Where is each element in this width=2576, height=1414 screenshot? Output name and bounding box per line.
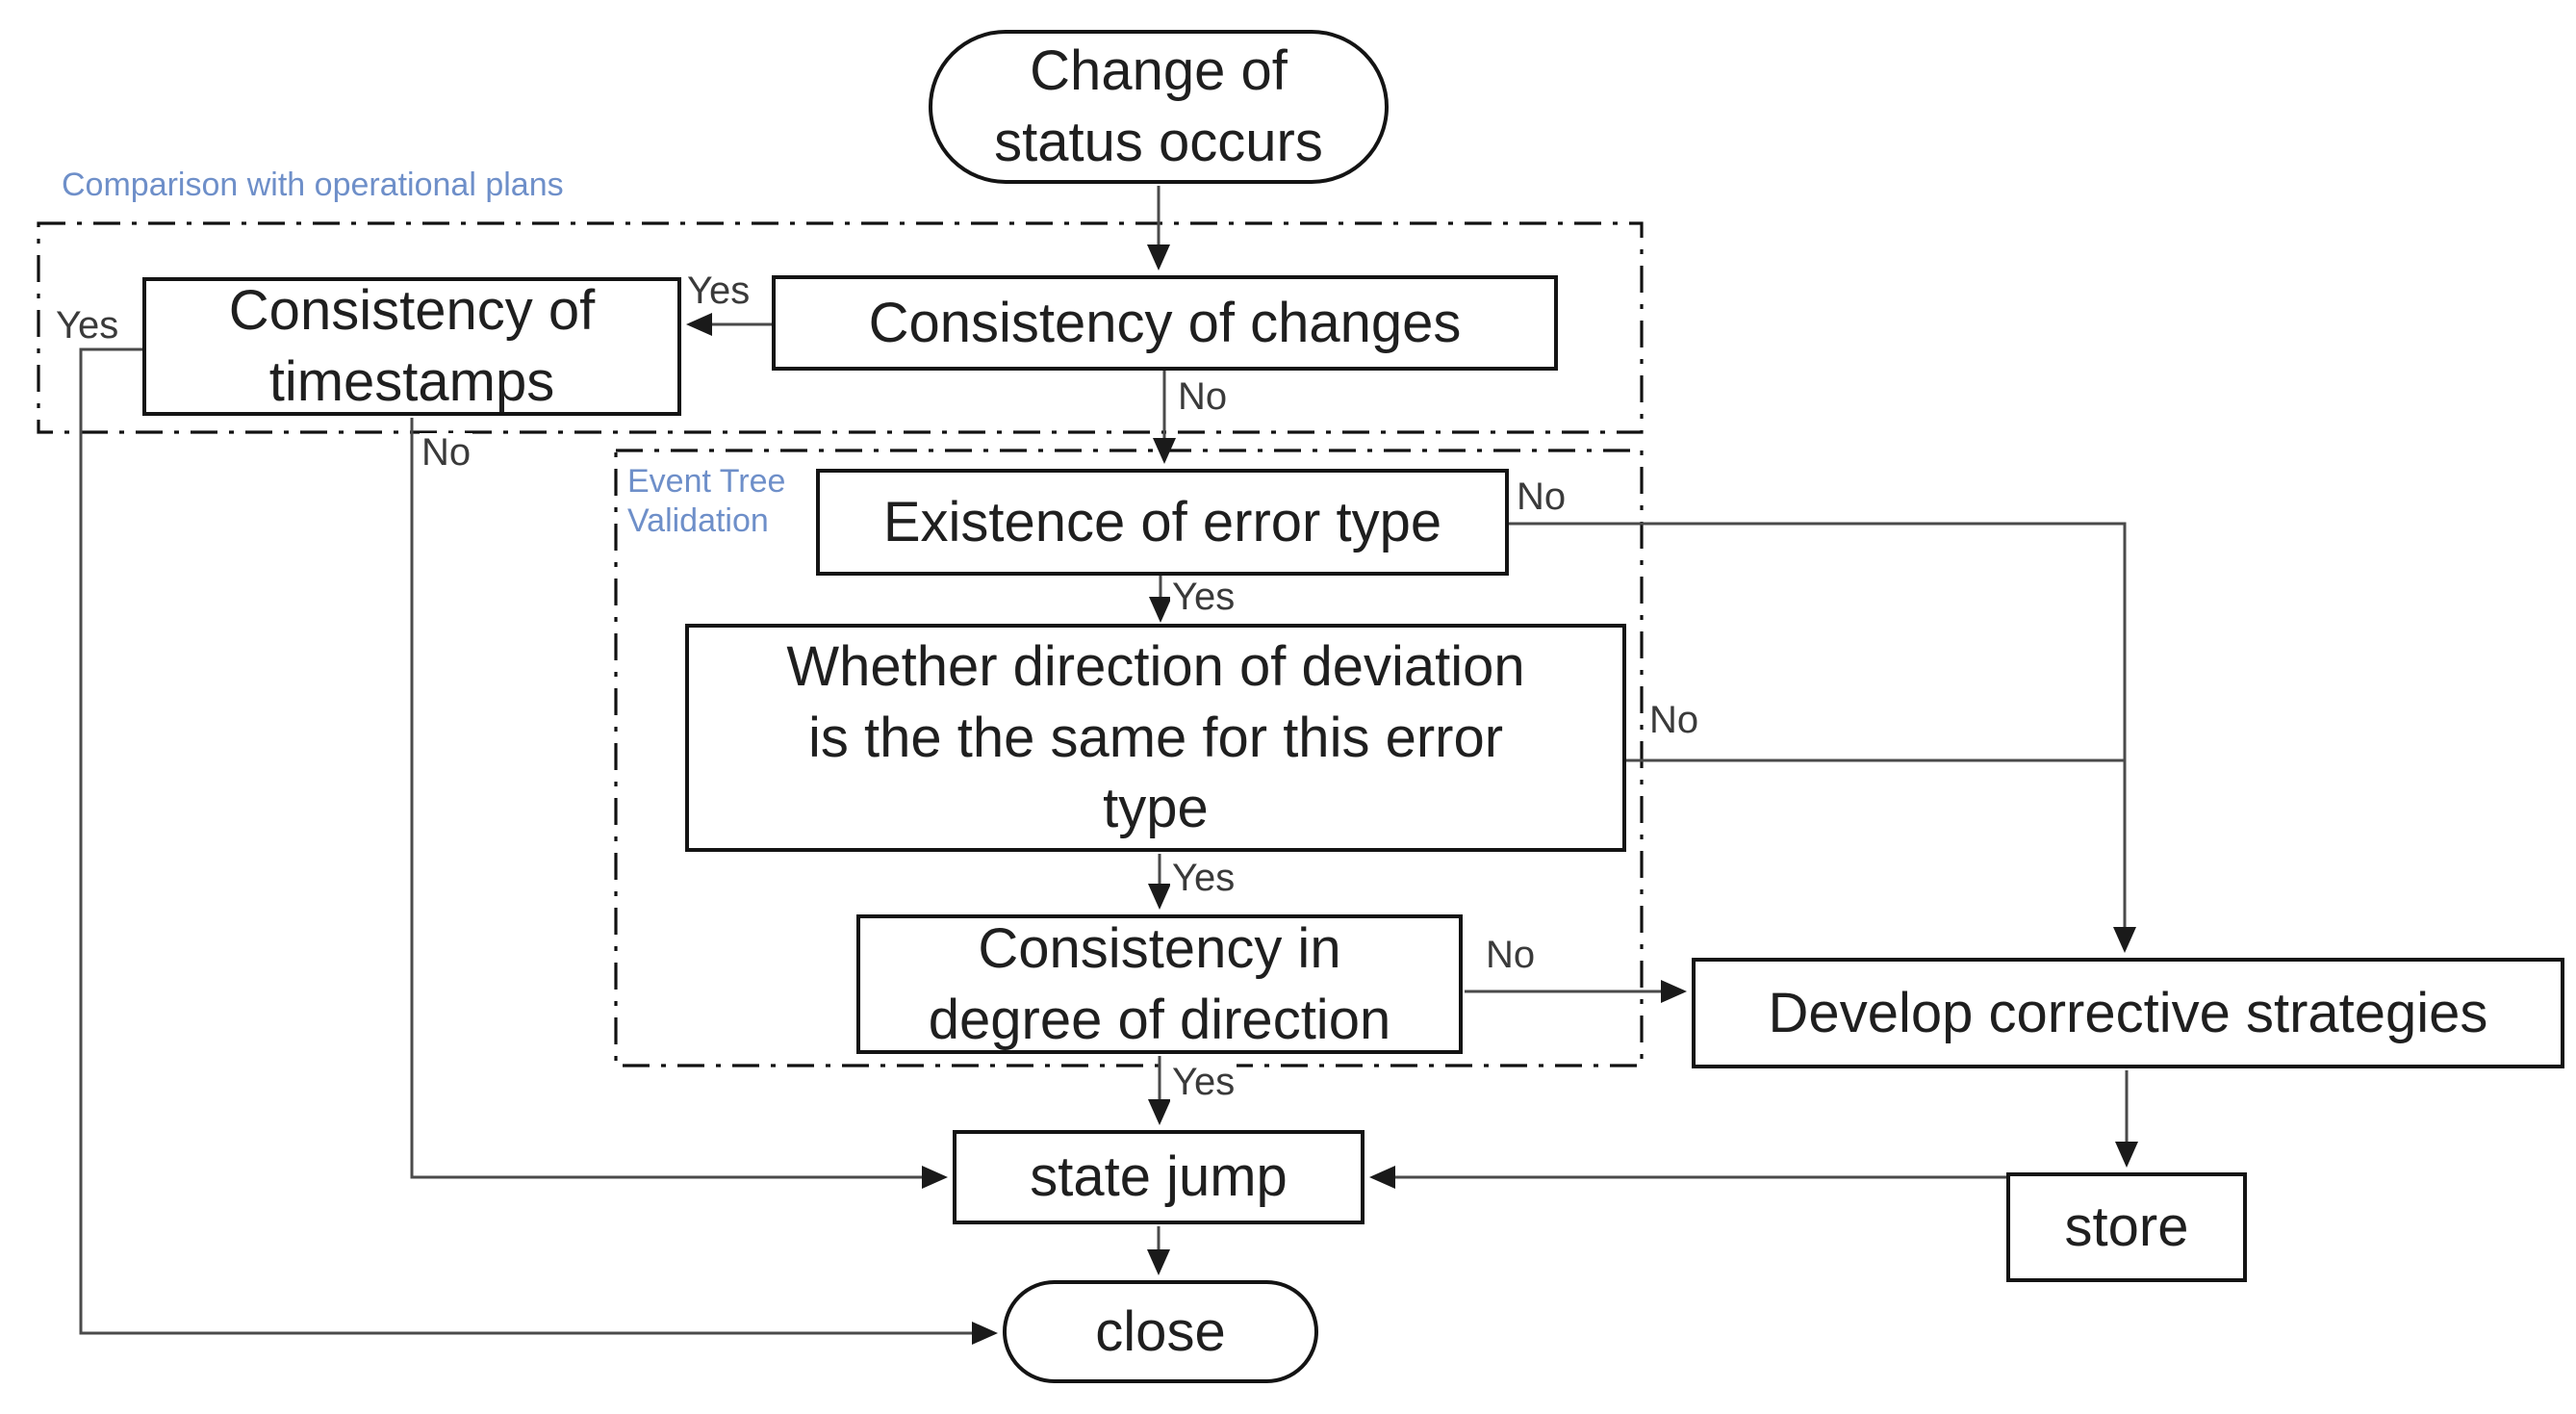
- node-store: store: [2006, 1172, 2247, 1282]
- node-consistency-in-degree: Consistency in degree of direction: [856, 914, 1463, 1054]
- event-tree-region-label: Event Tree Validation: [627, 463, 786, 539]
- node-whether-direction-of-deviation: Whether direction of deviation is the th…: [685, 624, 1626, 852]
- node-state-jump-label: state jump: [1030, 1145, 1288, 1209]
- node-consistency-in-degree-label: Consistency in degree of direction: [928, 916, 1391, 1051]
- node-existence-of-error-type-label: Existence of error type: [882, 490, 1442, 553]
- node-store-label: store: [2064, 1195, 2189, 1259]
- node-consistency-of-changes: Consistency of changes: [772, 275, 1558, 371]
- node-develop-corrective-strategies: Develop corrective strategies: [1692, 958, 2564, 1068]
- edge-label-yes-whether-to-degree: Yes: [1170, 857, 1237, 899]
- node-whether-direction-of-deviation-label: Whether direction of deviation is the th…: [786, 635, 1525, 840]
- node-consistency-of-timestamps: Consistency of timestamps: [142, 277, 681, 416]
- node-close-label: close: [1095, 1299, 1226, 1363]
- edge-label-yes-timestamps-to-close: Yes: [54, 304, 121, 347]
- edge-label-no-changes-to-existence: No: [1176, 375, 1230, 418]
- edge-label-yes-degree-to-state-jump: Yes: [1170, 1061, 1237, 1103]
- node-consistency-of-timestamps-label: Consistency of timestamps: [228, 279, 596, 413]
- node-change-of-status: Change of status occurs: [929, 30, 1389, 184]
- edge-existence-no-to-develop: [1509, 522, 2136, 953]
- node-state-jump: state jump: [953, 1130, 1365, 1224]
- edge-label-no-timestamps-to-state-jump: No: [420, 431, 473, 474]
- node-change-of-status-label: Change of status occurs: [994, 39, 1323, 173]
- edge-label-no-whether-to-develop: No: [1647, 699, 1701, 741]
- edge-timestamps-no-to-state-jump: [410, 418, 948, 1189]
- edge-label-no-existence-to-develop: No: [1515, 476, 1569, 518]
- node-existence-of-error-type: Existence of error type: [816, 469, 1509, 576]
- node-close: close: [1003, 1280, 1318, 1383]
- comparison-region-label: Comparison with operational plans: [62, 167, 564, 203]
- edge-label-yes-existence-to-whether: Yes: [1170, 576, 1237, 618]
- edge-label-no-degree-to-develop: No: [1484, 934, 1538, 976]
- node-consistency-of-changes-label: Consistency of changes: [868, 291, 1462, 354]
- edge-timestamps-yes-to-close: [79, 347, 998, 1345]
- comparison-region-box: [37, 221, 1644, 434]
- event-tree-region-box: [614, 449, 1644, 1067]
- node-develop-corrective-strategies-label: Develop corrective strategies: [1768, 981, 2488, 1044]
- edge-label-yes-changes-to-timestamps: Yes: [685, 270, 752, 312]
